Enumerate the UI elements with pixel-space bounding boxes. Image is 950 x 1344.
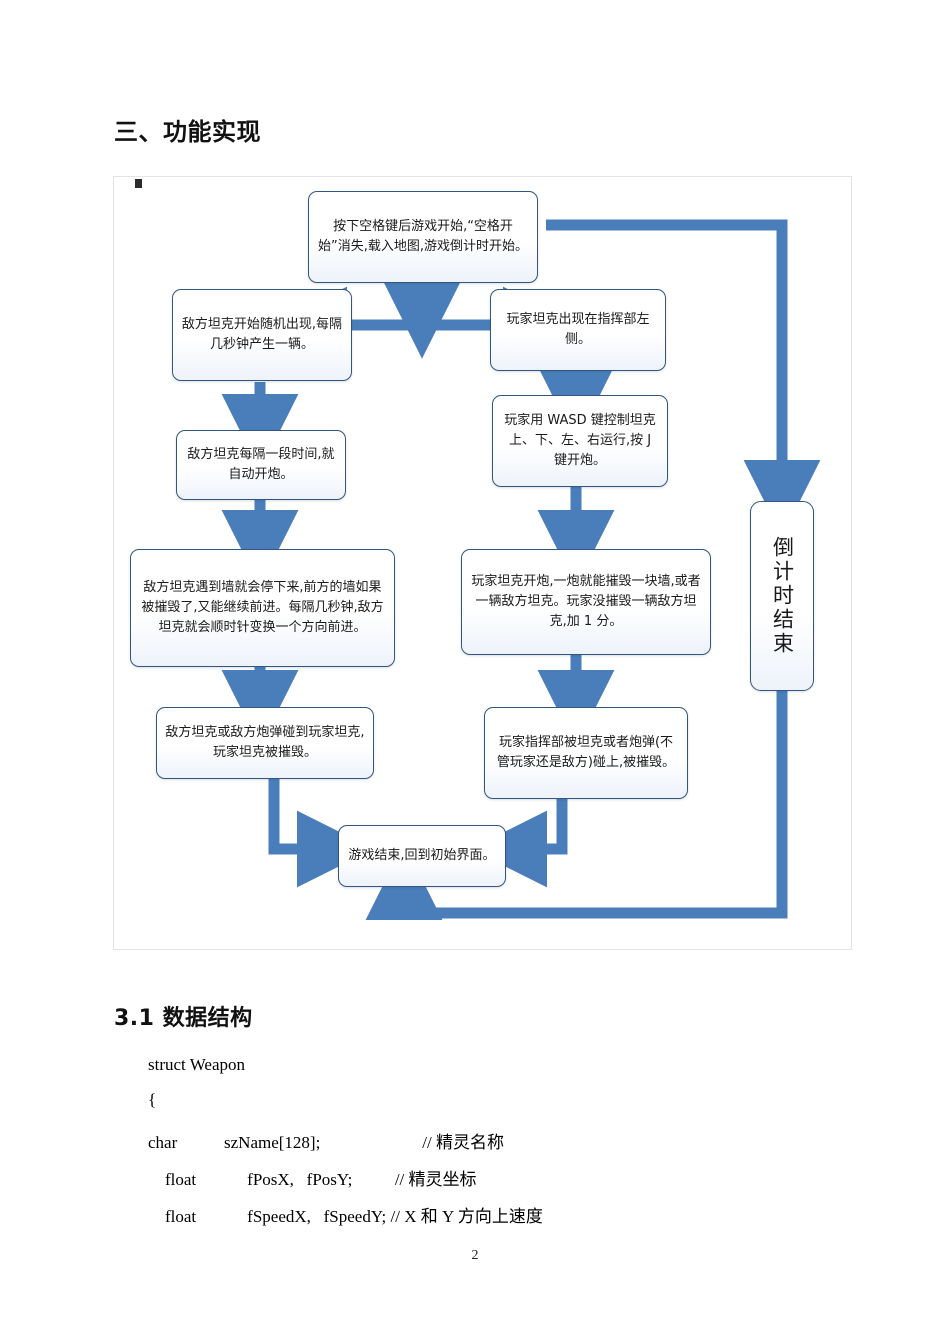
flow-node-start-text: 按下空格键后游戏开始,“空格开始”消失,载入地图,游戏倒计时开始。 xyxy=(318,218,528,254)
page-number: 2 xyxy=(471,1248,479,1263)
flow-node-enemy-fire: 敌方坦克每隔一段时间,就自动开炮。 xyxy=(176,430,346,500)
code-line-3: char szName[128]; // 精灵名称 xyxy=(148,1133,504,1152)
flow-node-start: 按下空格键后游戏开始,“空格开始”消失,载入地图,游戏倒计时开始。 xyxy=(308,191,538,283)
flowchart-container: 按下空格键后游戏开始,“空格开始”消失,载入地图,游戏倒计时开始。 敌方坦克开始… xyxy=(113,176,852,950)
flow-node-player-destroyed: 敌方坦克或敌方炮弹碰到玩家坦克,玩家坦克被摧毁。 xyxy=(156,707,374,779)
flowchart-anchor-mark xyxy=(135,179,142,188)
flow-node-game-over: 游戏结束,回到初始界面。 xyxy=(338,825,506,887)
flow-node-player-control-text: 玩家用 WASD 键控制坦克上、下、左、右运行,按 J 键开炮。 xyxy=(504,412,656,469)
code-line-1: struct Weapon xyxy=(148,1055,245,1074)
flow-node-enemy-move: 敌方坦克遇到墙就会停下来,前方的墙如果被摧毁了,又能继续前进。每隔几秒钟,敌方坦… xyxy=(130,549,395,667)
flow-node-enemy-spawn: 敌方坦克开始随机出现,每隔几秒钟产生一辆。 xyxy=(172,289,352,381)
flow-node-player-spawn: 玩家坦克出现在指挥部左侧。 xyxy=(490,289,666,371)
code-line-2: { xyxy=(148,1090,157,1109)
flow-node-countdown-end: 倒计时结束 xyxy=(750,501,814,691)
flow-node-countdown-end-text: 倒计时结束 xyxy=(770,536,795,656)
flow-node-base-destroyed: 玩家指挥部被坦克或者炮弹(不管玩家还是敌方)碰上,被摧毁。 xyxy=(484,707,688,799)
flow-node-enemy-spawn-text: 敌方坦克开始随机出现,每隔几秒钟产生一辆。 xyxy=(181,316,343,352)
page-title: 三、功能实现 xyxy=(114,118,261,146)
code-line-5: float fSpeedX, fSpeedY; // X 和 Y 方向上速度 xyxy=(148,1207,543,1226)
flow-node-enemy-move-text: 敌方坦克遇到墙就会停下来,前方的墙如果被摧毁了,又能继续前进。每隔几秒钟,敌方坦… xyxy=(141,579,384,636)
flow-node-player-spawn-text: 玩家坦克出现在指挥部左侧。 xyxy=(506,311,650,347)
section-title-data-structure: 3.1 数据结构 xyxy=(114,1006,253,1031)
flow-node-player-fire: 玩家坦克开炮,一炮就能摧毁一块墙,或者一辆敌方坦克。玩家没摧毁一辆敌方坦克,加 … xyxy=(461,549,711,655)
code-line-4: float fPosX, fPosY; // 精灵坐标 xyxy=(148,1170,477,1189)
flow-node-player-fire-text: 玩家坦克开炮,一炮就能摧毁一块墙,或者一辆敌方坦克。玩家没摧毁一辆敌方坦克,加 … xyxy=(471,573,701,630)
flow-node-enemy-fire-text: 敌方坦克每隔一段时间,就自动开炮。 xyxy=(187,446,335,482)
flow-node-base-destroyed-text: 玩家指挥部被坦克或者炮弹(不管玩家还是敌方)碰上,被摧毁。 xyxy=(496,734,676,770)
flow-node-player-destroyed-text: 敌方坦克或敌方炮弹碰到玩家坦克,玩家坦克被摧毁。 xyxy=(165,724,365,760)
flow-node-game-over-text: 游戏结束,回到初始界面。 xyxy=(348,847,496,863)
flow-node-player-control: 玩家用 WASD 键控制坦克上、下、左、右运行,按 J 键开炮。 xyxy=(492,395,668,487)
